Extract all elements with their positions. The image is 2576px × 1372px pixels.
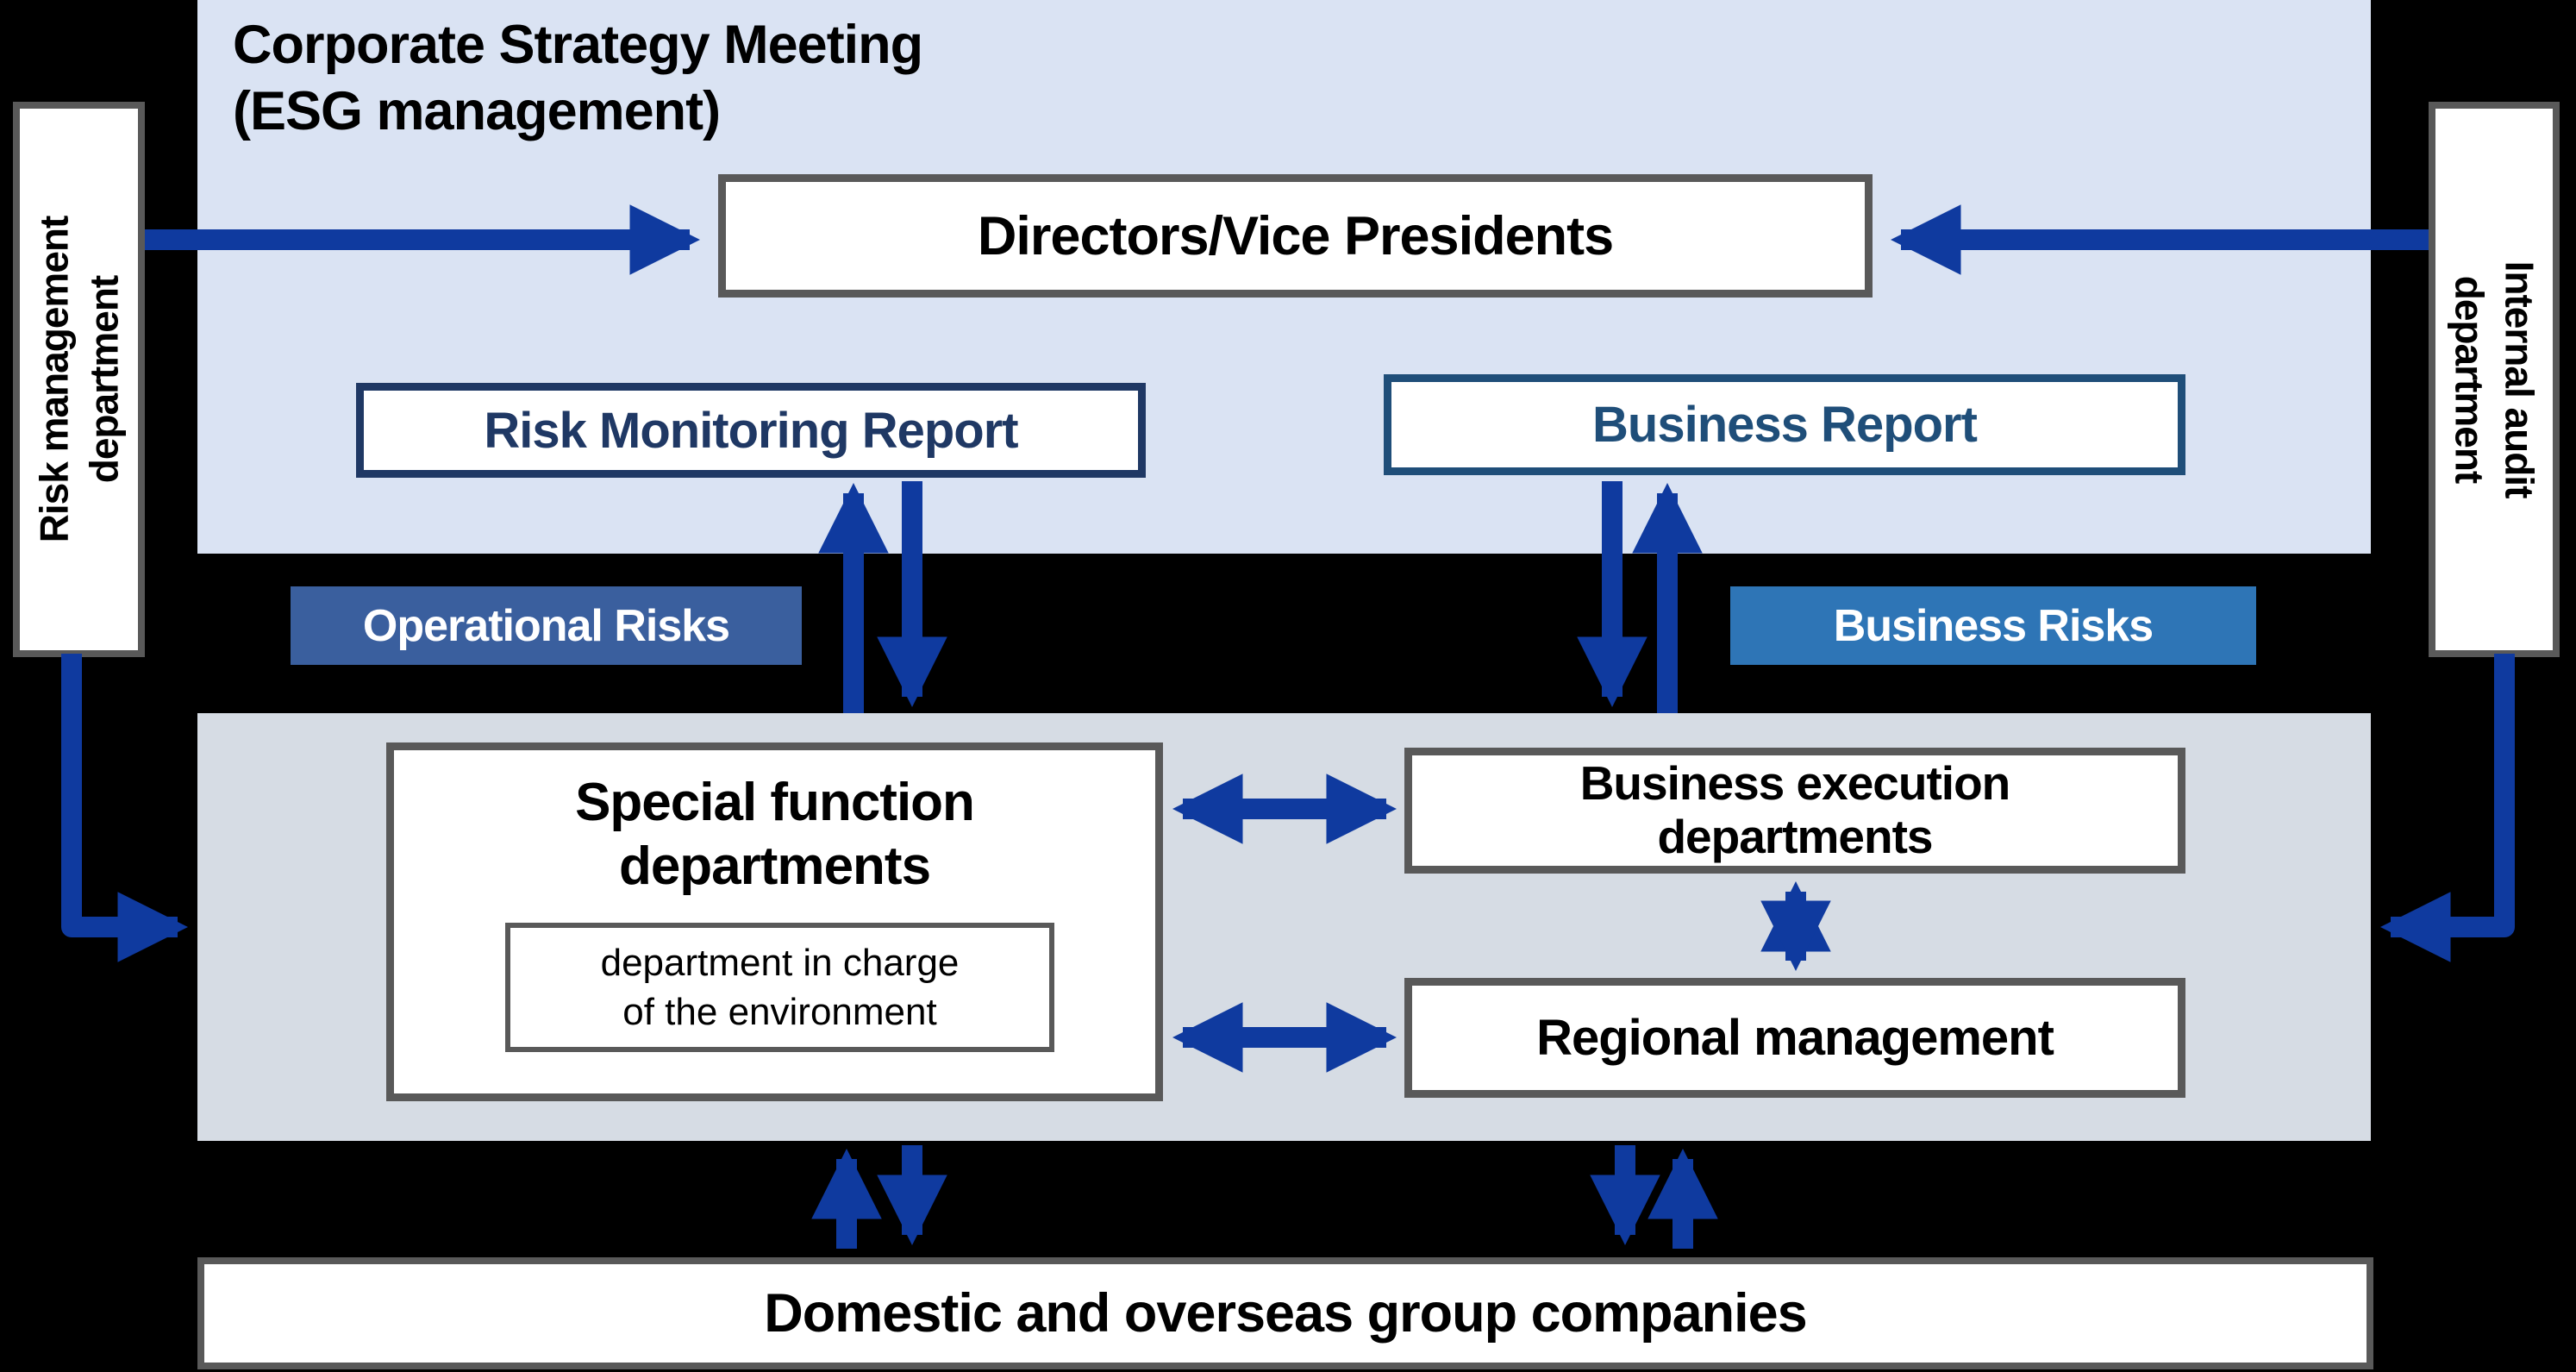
special-function-departments-label: Special function departments: [575, 773, 975, 897]
business-execution-departments-box: Business execution departments: [1404, 748, 2185, 874]
internal-audit-department-label: Internal audit department: [2448, 260, 2542, 498]
business-report-box: Business Report: [1384, 374, 2185, 475]
special-function-departments-box: Special function departments department …: [386, 742, 1163, 1101]
business-risks-tag: Business Risks: [1730, 586, 2256, 665]
risk-management-department-label: Risk management department: [31, 216, 126, 543]
risk-monitoring-report-box: Risk Monitoring Report: [356, 383, 1146, 478]
panel-title: Corporate Strategy Meeting (ESG manageme…: [233, 15, 923, 141]
group-companies-box: Domestic and overseas group companies: [197, 1257, 2373, 1369]
environment-department-box: department in charge of the environment: [505, 923, 1054, 1052]
regional-management-box: Regional management: [1404, 978, 2185, 1098]
internal-audit-department-box: Internal audit department: [2429, 102, 2560, 657]
directors-box: Directors/Vice Presidents: [718, 174, 1873, 298]
operational-risks-tag: Operational Risks: [291, 586, 802, 665]
arrow-riskdept-to-execution-panel: [61, 654, 188, 962]
risk-management-department-box: Risk management department: [13, 102, 145, 657]
arrow-auditdept-to-execution-panel: [2380, 654, 2515, 962]
